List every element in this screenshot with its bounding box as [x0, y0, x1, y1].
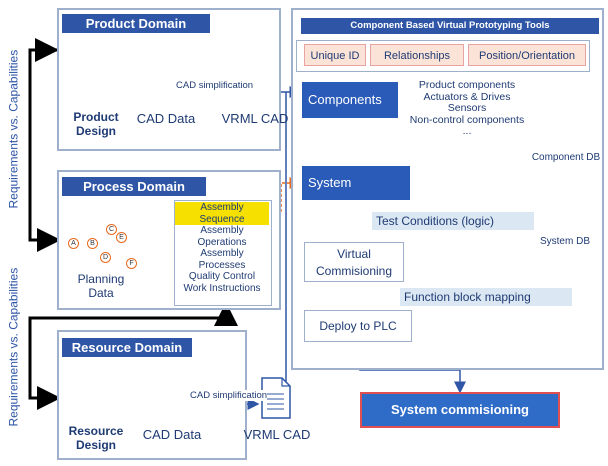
- process-list-item: Work Instructions: [183, 282, 261, 294]
- components-node: Components: [302, 82, 398, 118]
- process-list-item: Assembly: [200, 248, 244, 259]
- component-list: Product components Actuators & Drives Se…: [404, 79, 530, 138]
- graph-node-b: B: [87, 238, 98, 249]
- graph-node-e: E: [116, 232, 127, 243]
- resource-domain-title: Resource Domain: [62, 338, 192, 357]
- left-bracket-top: [28, 38, 61, 252]
- function-block-label: Function block mapping: [400, 288, 572, 306]
- graph-node-a: A: [68, 238, 79, 249]
- product-cad-simplification: CAD simplification: [176, 80, 254, 91]
- requirements-label-bottom: Requirements vs. Capabilities: [6, 267, 21, 427]
- product-vrml-label: VRML CAD: [221, 111, 289, 126]
- virtual-commissioning-node: Virtual Commisioning: [304, 242, 404, 282]
- process-list: Assembly Sequence Assembly Operations As…: [175, 202, 269, 294]
- resource-cad-simplification: CAD simplification: [190, 390, 268, 401]
- tab-unique-id: Unique ID: [304, 44, 366, 66]
- process-list-item: Quality Control: [188, 271, 256, 282]
- resource-cad-label: CAD Data: [142, 427, 202, 442]
- requirements-label-top: Requirements vs. Capabilities: [6, 49, 21, 209]
- system-db-label: System DB: [539, 236, 590, 247]
- resource-design-label: Resource Design: [68, 424, 124, 452]
- product-cad-label: CAD Data: [136, 111, 196, 126]
- graph-node-d: D: [100, 252, 111, 263]
- process-list-item: Assembly: [175, 202, 269, 214]
- graph-node-c: C: [106, 224, 117, 235]
- vrml-document-icon-resource: [261, 377, 291, 419]
- process-list-item: Processes: [198, 259, 246, 271]
- planning-data-label: Planning Data: [77, 272, 125, 300]
- product-domain-title: Product Domain: [62, 14, 210, 33]
- tools-title: Component Based Virtual Prototyping Tool…: [301, 18, 599, 34]
- product-design-label: Product Design: [73, 110, 119, 138]
- component-list-item: Non-control components: [409, 113, 525, 126]
- test-conditions-label: Test Conditions (logic): [372, 212, 534, 230]
- resource-vrml-label: VRML CAD: [243, 427, 311, 442]
- process-list-item: Assembly: [200, 225, 244, 236]
- tab-position-orientation: Position/Orientation: [468, 44, 586, 66]
- graph-node-f: F: [126, 258, 137, 269]
- tab-relationships: Relationships: [370, 44, 464, 66]
- process-list-item: Sequence: [175, 213, 269, 225]
- component-list-item: Actuators & Drives: [423, 90, 511, 103]
- component-db-label: Component DB: [531, 152, 601, 163]
- system-node: System: [302, 166, 410, 200]
- process-domain-title: Process Domain: [62, 177, 206, 196]
- deploy-to-plc-node: Deploy to PLC: [304, 310, 412, 342]
- component-list-item: ...: [462, 125, 472, 137]
- system-commissioning-node: System commisioning: [360, 392, 560, 428]
- component-list-item: Product components: [418, 79, 516, 91]
- component-list-item: Sensors: [447, 102, 487, 114]
- process-list-item: Operations: [197, 236, 247, 248]
